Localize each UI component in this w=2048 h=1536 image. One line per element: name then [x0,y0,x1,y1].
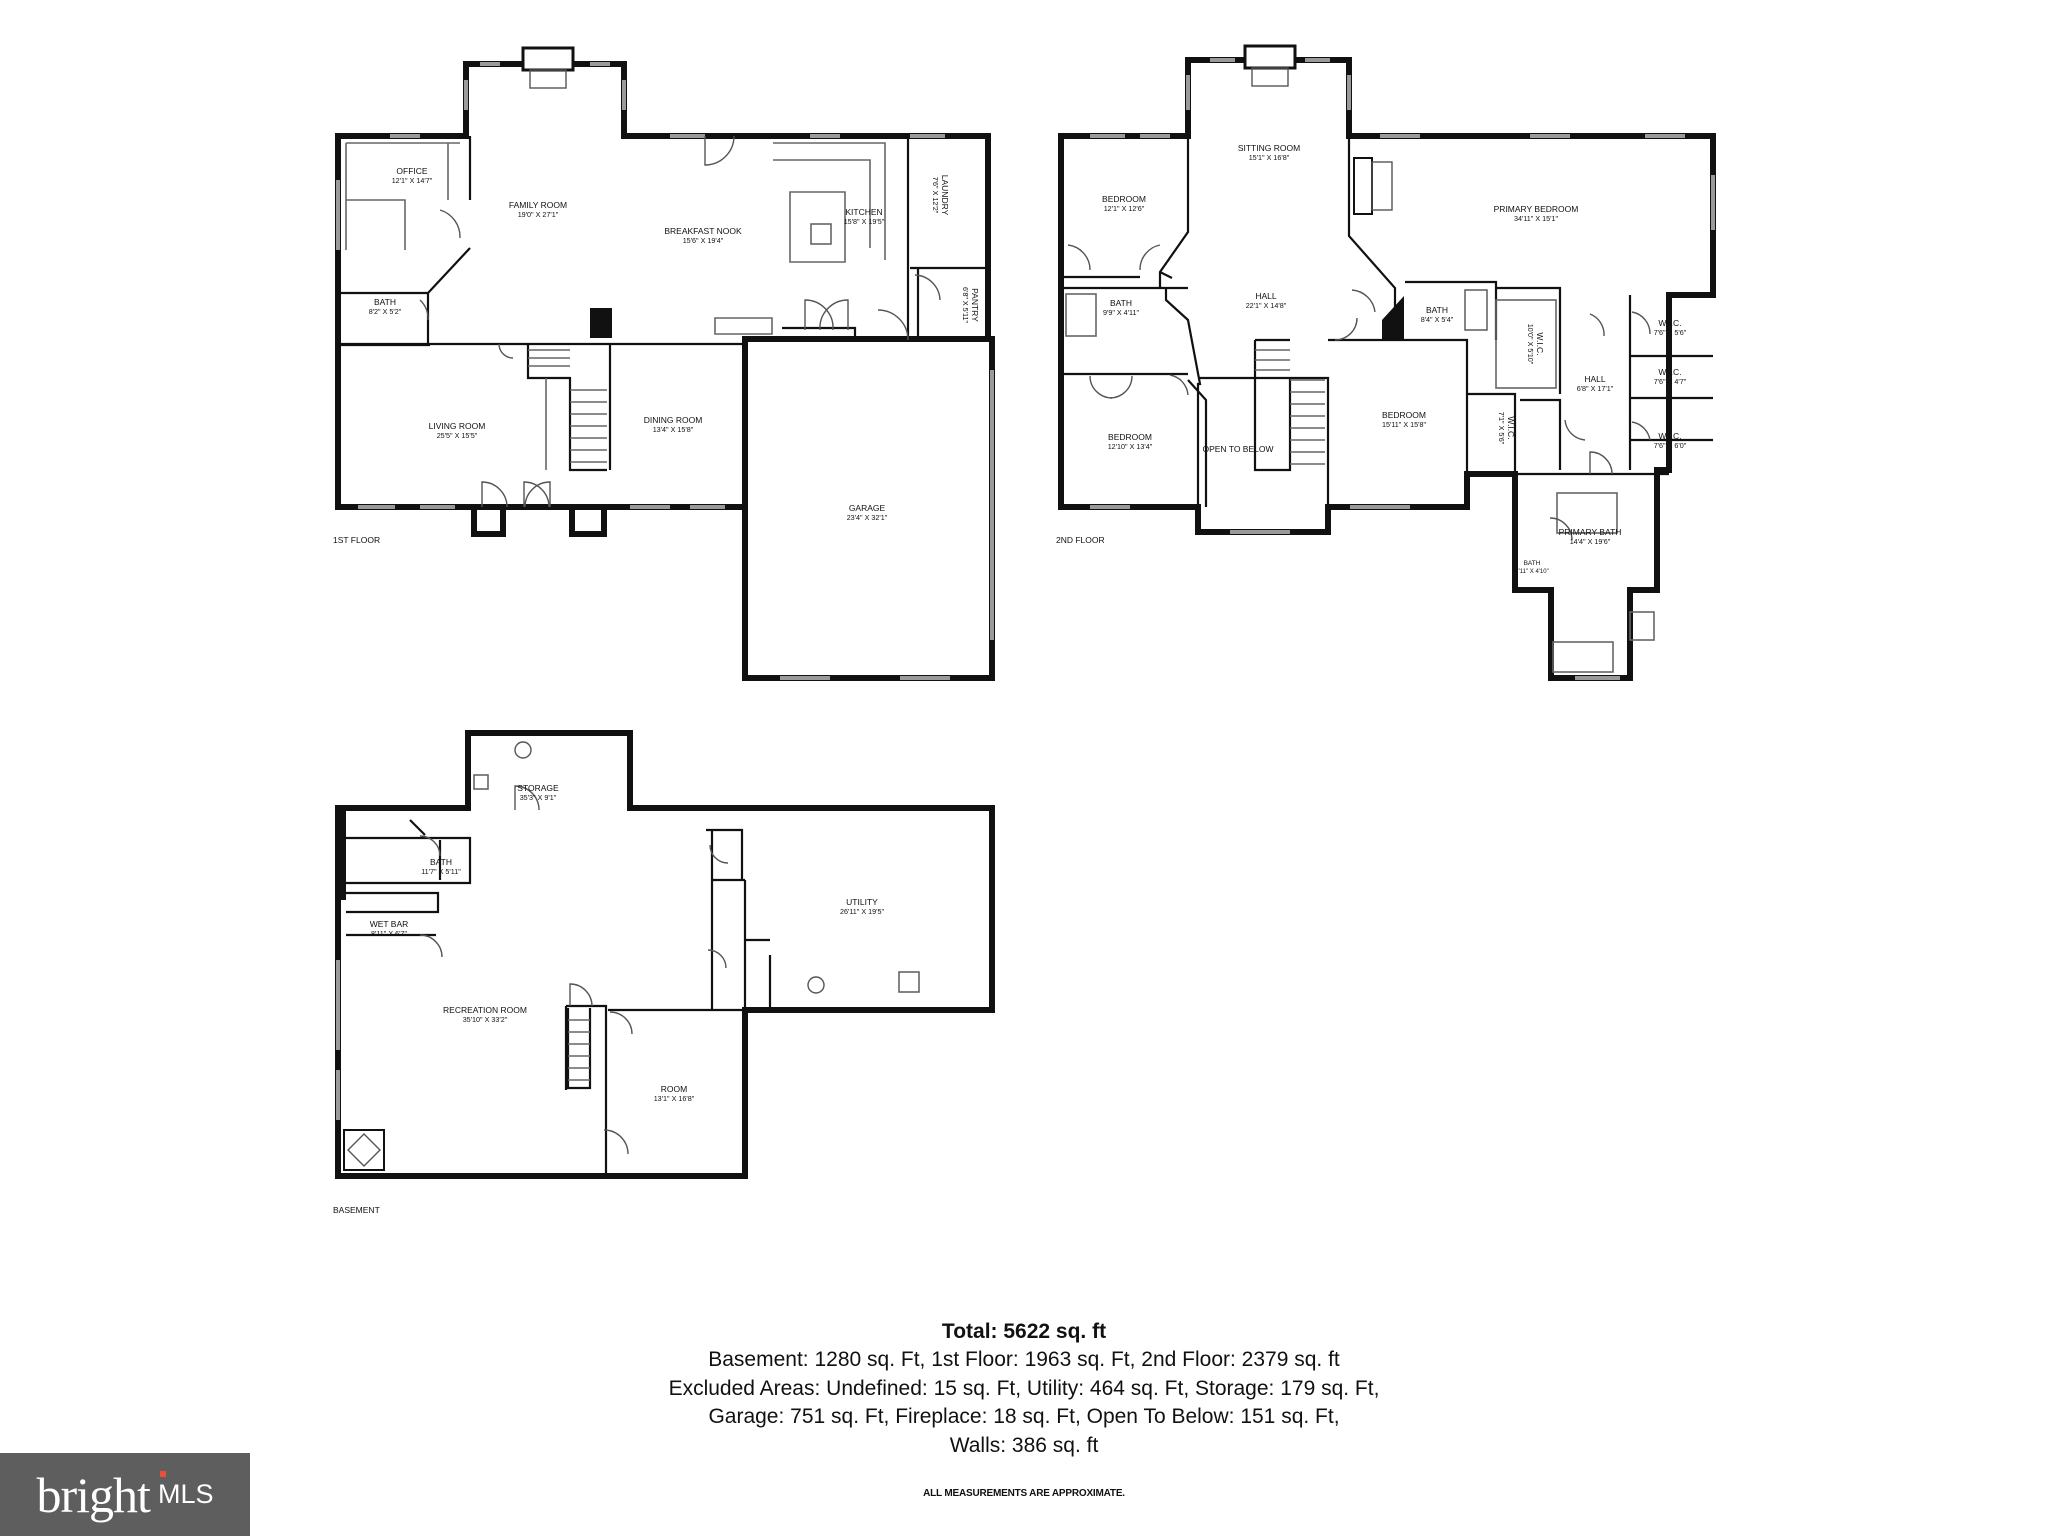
office-dim: 12'1" X 14'7" [392,176,433,185]
wic-c-label: W.I.C. [1658,367,1681,377]
second-floor-label: 2ND FLOOR [1056,535,1105,545]
bedroom-c-label: BEDROOM [1382,410,1426,420]
bedroom-b-label: BEDROOM [1108,432,1152,442]
hall-3-dim: 6'8" X 17'1" [1577,384,1614,393]
breakfast-nook-dim: 15'6" X 19'4" [683,236,724,245]
primary-bedroom-dim: 34'11" X 15'1" [1514,214,1559,223]
hall-3-label: HALL [1584,374,1606,384]
area-line: Excluded Areas: Undefined: 15 sq. Ft, Ut… [668,1376,1380,1400]
wic-b-dim: 7'6" X 5'6" [1654,328,1687,337]
total-area: Total: 5622 sq. ft [941,1320,1107,1343]
storage-dim: 35'3" X 9'1" [520,793,557,802]
wic-e-label: W.I.C. [1506,416,1516,439]
basement-plan: BASEMENT STORAGE 35'3" X 9'1" BATH 11'7"… [333,730,995,1215]
bath-2b-label: BATH [1426,305,1448,315]
bath-b-dim: 11'7" X 5'11" [421,867,461,876]
disclaimer: ALL MEASUREMENTS ARE APPROXIMATE. [923,1488,1125,1499]
first-floor-plan: 1ST FLOOR OFFICE 12'1" X 14'7" FAMILY RO… [333,46,995,681]
bath-2a-label: BATH [1110,298,1132,308]
open-to-below-label: OPEN TO BELOW [1202,444,1273,454]
wic-c-dim: 7'6" X 4'7" [1654,377,1687,386]
bright-mls-logo: bright MLS [0,1453,250,1536]
pantry-label: PANTRY [970,288,980,322]
garage-dim: 23'4" X 32'1" [847,513,888,522]
pantry-dim: 6'8" X 5'11" [961,287,970,324]
logo-accent-icon [160,1471,166,1477]
bath-3-label: BATH [1524,560,1541,567]
recreation-room-label: RECREATION ROOM [443,1005,527,1015]
bath-2b-dim: 8'4" X 5'4" [1421,315,1454,324]
room-label: ROOM [661,1084,687,1094]
dining-room-dim: 13'4" X 15'8" [653,425,694,434]
living-room-dim: 25'5" X 15'5" [437,431,478,440]
wic-b-label: W.I.C. [1658,318,1681,328]
kitchen-dim: 15'8" X 19'5" [844,217,885,226]
bedroom-c-dim: 15'11" X 15'8" [1382,420,1427,429]
dining-room-label: DINING ROOM [644,415,703,425]
wic-a-dim: 10'0" X 5'10" [1526,324,1535,365]
utility-label: UTILITY [846,897,878,907]
utility-dim: 26'11" X 19'5" [840,907,885,916]
basement-label: BASEMENT [333,1205,380,1215]
family-room-dim: 19'0" X 27'1" [518,210,559,219]
bath-1-dim: 8'2" X 5'2" [369,307,402,316]
kitchen-label: KITCHEN [845,207,882,217]
primary-bath-label: PRIMARY BATH [1559,527,1622,537]
bath-2a-dim: 9'9" X 4'11" [1103,308,1140,317]
bedroom-a-label: BEDROOM [1102,194,1146,204]
primary-bath-dim: 14'4" X 19'6" [1570,537,1611,546]
wet-bar-label: WET BAR [370,919,409,929]
area-totals: Total: 5622 sq. ft Basement: 1280 sq. Ft… [0,1318,2048,1460]
office-label: OFFICE [396,166,427,176]
first-floor-label: 1ST FLOOR [333,535,380,545]
bath-3-dim: 7'11" X 4'10" [1515,569,1548,575]
wic-d-label: W.I.C. [1658,431,1681,441]
area-line: Garage: 751 sq. Ft, Fireplace: 18 sq. Ft… [708,1405,1340,1428]
laundry-label: LAUNDRY [940,175,950,216]
living-room-label: LIVING ROOM [429,421,486,431]
sitting-room-dim: 15'1" X 16'8" [1249,153,1290,162]
logo-brand: bright [36,1466,151,1523]
area-line: Walls: 386 sq. ft [949,1433,1099,1457]
sitting-room-label: SITTING ROOM [1238,143,1300,153]
logo-suffix: MLS [157,1479,214,1509]
wic-e-dim: 7'1" X 5'6" [1497,412,1506,445]
wic-d-dim: 7'6" X 6'0" [1654,441,1687,450]
wic-a-label: W.I.C. [1535,332,1545,355]
recreation-room-dim: 35'10" X 33'2" [463,1015,508,1024]
primary-bedroom-label: PRIMARY BEDROOM [1494,204,1579,214]
storage-label: STORAGE [517,783,559,793]
family-room-label: FAMILY ROOM [509,200,567,210]
second-floor-plan: 2ND FLOOR BEDROOM 12'1" X 12'6" SITTING … [1056,44,1716,681]
bedroom-a-dim: 12'1" X 12'6" [1104,204,1145,213]
room-dim: 13'1" X 16'8" [654,1094,695,1103]
bath-1-label: BATH [374,297,396,307]
bedroom-b-dim: 12'10" X 13'4" [1108,442,1153,451]
hall-2-label: HALL [1255,291,1277,301]
hall-2-dim: 22'1" X 14'8" [1246,301,1287,310]
breakfast-nook-label: BREAKFAST NOOK [664,226,742,236]
garage-label: GARAGE [849,503,886,513]
area-line: Basement: 1280 sq. Ft, 1st Floor: 1963 s… [708,1348,1340,1371]
laundry-dim: 7'6" X 12'2" [931,177,940,214]
wet-bar-dim: 8'11" X 6'7" [371,929,408,938]
bath-b-label: BATH [430,857,452,867]
